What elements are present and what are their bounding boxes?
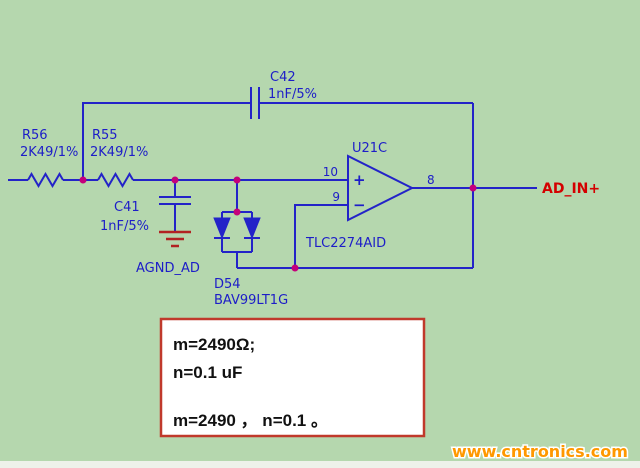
note-line-2: n=0.1 uF (173, 363, 242, 382)
resistor-r55-symbol (97, 172, 134, 188)
c42-ref-label: C42 (270, 70, 296, 85)
note-box-frame (159, 317, 426, 438)
opamp-part-label: TLC2274AID (305, 236, 386, 251)
d54-part-label: BAV99LT1G (214, 293, 288, 308)
r55-ref-label: R55 (92, 128, 118, 143)
diode-d54-symbol (213, 217, 261, 240)
junction-dot (171, 176, 179, 184)
junction-dot (79, 176, 87, 184)
output-net-label: AD_IN+ (542, 181, 600, 197)
junction-dot (233, 176, 241, 184)
wire-feedback-to-inverting (294, 204, 348, 268)
c41-ref-label: C41 (114, 200, 140, 215)
junction-dot (233, 208, 241, 216)
diode-left-triangle (213, 217, 231, 240)
junction-dot (469, 184, 477, 192)
ground-net-label: AGND_AD (136, 261, 200, 276)
r56-value-label: 2K49/1% (20, 145, 78, 160)
c42-value-label: 1nF/5% (268, 87, 317, 102)
note-line-3: m=2490 ， n=0.1 。 (173, 411, 328, 430)
ground-symbol (159, 230, 191, 248)
resistor-r56-symbol (27, 172, 64, 188)
diode-right-triangle (243, 217, 261, 240)
r56-ref-label: R56 (22, 128, 48, 143)
opamp-pin8-label: 8 (427, 173, 435, 187)
junction-dots (79, 176, 477, 272)
c41-value-label: 1nF/5% (100, 219, 149, 234)
opamp-minus-sign: − (353, 196, 366, 214)
junction-dot (291, 264, 299, 272)
opamp-ref-label: U21C (352, 141, 387, 156)
wire-net (8, 87, 537, 269)
note-box: m=2490Ω; n=0.1 uF m=2490 ， n=0.1 。 (159, 317, 426, 438)
r55-value-label: 2K49/1% (90, 145, 148, 160)
opamp-pin10-label: 10 (323, 165, 338, 179)
opamp-plus-sign: + (353, 171, 366, 189)
d54-ref-label: D54 (214, 277, 241, 292)
note-line-1: m=2490Ω; (173, 335, 255, 354)
wire-top-left (82, 102, 251, 180)
opamp-symbol (347, 154, 415, 222)
bottom-strip (0, 461, 640, 468)
watermark-text: www.cntronics.com (452, 442, 628, 461)
opamp-pin9-label: 9 (332, 190, 340, 204)
